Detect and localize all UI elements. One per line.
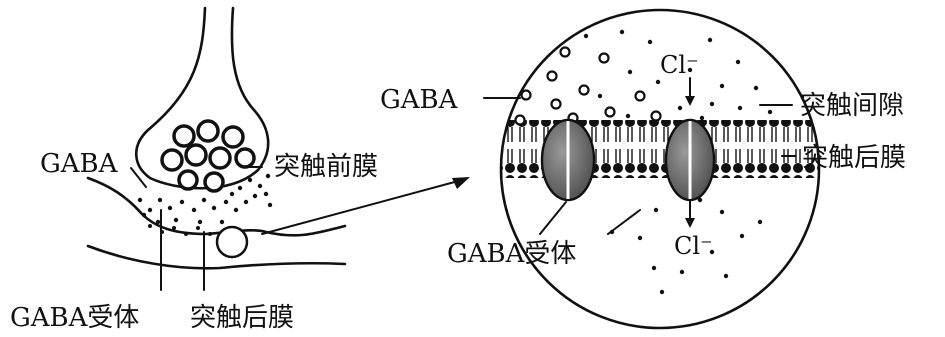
postsynaptic-vesicle bbox=[217, 227, 247, 257]
gaba-receptor-channel-right bbox=[666, 120, 714, 200]
right-gaba-label: GABA bbox=[380, 85, 459, 115]
gaba-receptor-channel-left bbox=[542, 120, 594, 200]
chloride-bottom-label: Cl⁻ bbox=[674, 232, 713, 260]
magnify-arrow-line bbox=[262, 180, 462, 234]
right-gaba-receptor-label: GABA受体 bbox=[447, 239, 576, 269]
chloride-top-label: Cl⁻ bbox=[660, 51, 699, 79]
left-gaba-receptor-label: GABA受体 bbox=[10, 303, 139, 333]
lipid-bilayer bbox=[480, 120, 840, 178]
left-gaba-label: GABA bbox=[40, 149, 119, 179]
synaptic-cleft-label: 突触间隙 bbox=[800, 91, 904, 121]
left-presynaptic-label: 突触前膜 bbox=[274, 152, 378, 182]
right-postsynaptic-label: 突触后膜 bbox=[802, 143, 906, 173]
magnify-arrowhead bbox=[452, 177, 470, 189]
left-postsynaptic-label: 突触后膜 bbox=[190, 303, 294, 333]
left-synapse: GABA 突触前膜 GABA受体 突触后膜 bbox=[10, 8, 470, 333]
magnified-view: GABA Cl⁻ 突触间隙 突触后膜 GABA受体 Cl⁻ bbox=[380, 10, 906, 328]
postsynaptic-membrane-lower bbox=[88, 246, 345, 268]
